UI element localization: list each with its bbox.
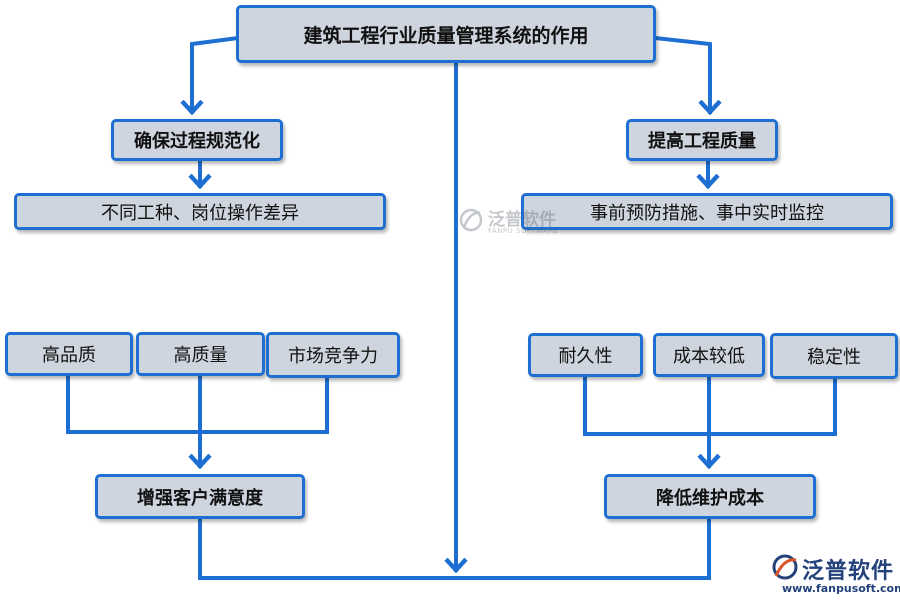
watermark-name: 泛普软件 [488,210,556,230]
fanpu-logo-icon [459,208,483,232]
main-title-box: 建筑工程行业质量管理系统的作用 [236,5,656,63]
left-group-item-1: 高品质 [5,332,133,376]
watermark: 泛普软件 FANPU SOFTWARE [458,205,578,239]
left-group-item-3: 市场竞争力 [266,332,400,378]
right-group-item-3: 稳定性 [770,333,898,379]
brand-logo-name: 泛普软件 [802,559,895,584]
fanpu-logo-icon [772,554,798,580]
right-branch-detail: 事前预防措施、事中实时监控 [521,193,893,230]
left-group-result: 增强客户满意度 [95,474,305,519]
title-to-right-line [652,35,710,112]
brand-logo: 泛普软件 www.fanpusoft.com [770,552,900,598]
right-group-item-2: 成本较低 [653,333,765,377]
right-branch-heading: 提高工程质量 [626,119,778,161]
title-to-left-line [192,35,241,112]
left-branch-detail: 不同工种、岗位操作差异 [14,193,386,230]
right-group-result: 降低维护成本 [604,474,816,519]
left-group-bracket [66,373,329,434]
bottom-connector-line [198,514,711,580]
left-group-item-2: 高质量 [136,332,265,376]
brand-logo-url[interactable]: www.fanpusoft.com [782,582,900,595]
left-branch-heading: 确保过程规范化 [111,119,283,161]
right-group-item-1: 耐久性 [528,333,643,377]
watermark-subtitle: FANPU SOFTWARE [488,227,559,235]
